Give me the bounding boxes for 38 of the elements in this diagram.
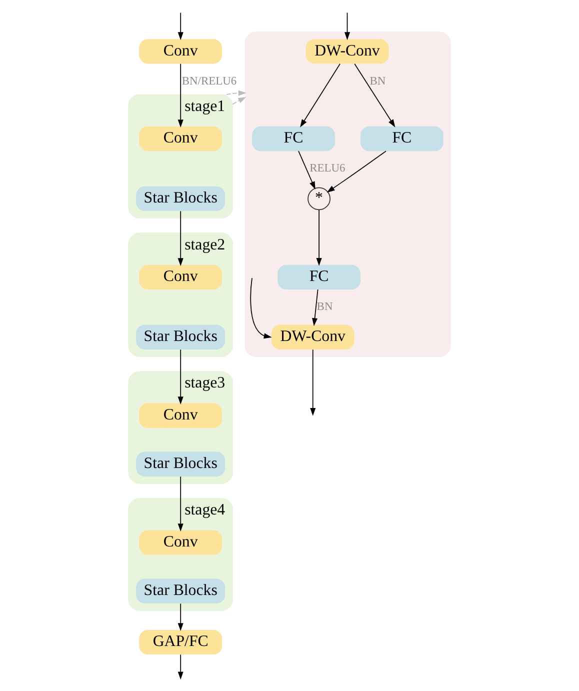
arrow	[312, 289, 318, 326]
node-box: FC	[252, 126, 335, 152]
node-box: DW-Conv	[271, 324, 354, 350]
node-box: GAP/FC	[139, 630, 222, 655]
arrow	[344, 12, 350, 40]
node-box: Star Blocks	[136, 578, 226, 604]
arrow	[178, 603, 184, 632]
edge-label: BN/RELU6	[182, 75, 237, 88]
node-box: FC	[360, 126, 444, 152]
edge-label: BN	[316, 301, 333, 314]
arrow	[326, 150, 386, 193]
edge-label: RELU6	[310, 162, 346, 175]
node-box: Conv	[139, 39, 222, 64]
arrow	[316, 209, 322, 266]
arrow	[178, 12, 184, 40]
arrow	[232, 96, 246, 105]
node-box: Star Blocks	[136, 452, 226, 476]
edge-label: BN	[370, 75, 386, 88]
arrow	[298, 150, 316, 190]
arrow	[300, 63, 340, 128]
node-box: FC	[278, 264, 360, 290]
node-box: Conv	[139, 530, 222, 555]
arrow	[226, 90, 246, 96]
node-box: Conv	[139, 403, 222, 428]
arrow	[178, 654, 184, 680]
arrow	[178, 210, 184, 266]
node-box: Conv	[139, 126, 222, 152]
arrow	[250, 278, 272, 339]
node-box: DW-Conv	[306, 39, 389, 64]
node-circle: *	[308, 187, 330, 210]
node-box: Conv	[139, 264, 222, 290]
arrow	[178, 476, 184, 532]
node-box: Star Blocks	[136, 186, 226, 212]
arrow	[178, 349, 184, 405]
node-box: Star Blocks	[136, 324, 226, 350]
arrow	[310, 349, 316, 416]
arrow	[354, 63, 396, 128]
arrow	[178, 63, 184, 128]
